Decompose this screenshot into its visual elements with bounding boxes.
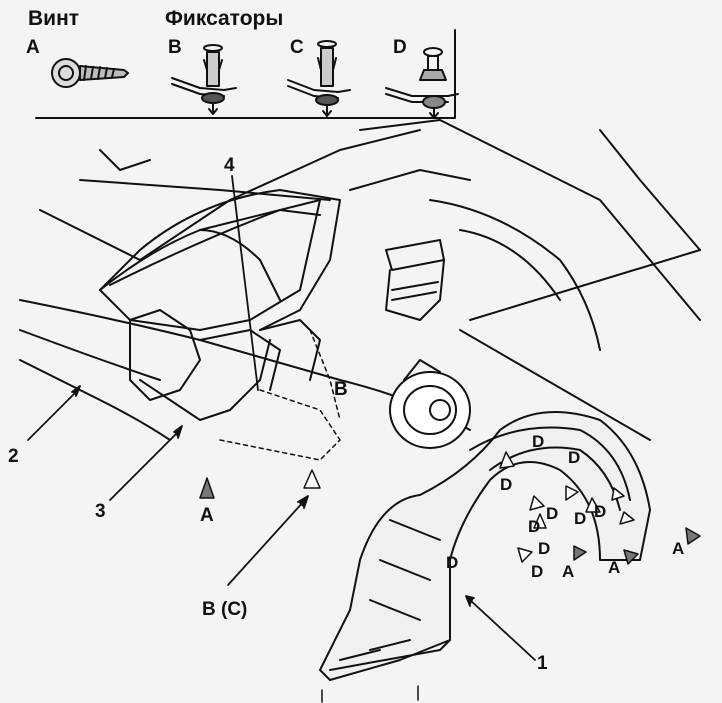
triangle-marker (619, 511, 635, 525)
triangle-marker (303, 469, 321, 489)
callout-d: D (528, 517, 541, 536)
callout-d: D (531, 562, 544, 581)
legend-frame (35, 29, 456, 119)
leader-bc (227, 499, 306, 586)
leader-3 (109, 429, 181, 501)
legend-letter-a: A (26, 37, 40, 58)
screw-icon (51, 58, 129, 88)
triangle-marker (499, 451, 515, 469)
clip-b-icon (171, 44, 237, 115)
triangle-marker (585, 497, 601, 513)
strut-and-disc (385, 239, 471, 449)
callout-a: A (608, 558, 621, 577)
callout-3: 3 (95, 501, 106, 522)
dashed-outline (219, 329, 341, 461)
car-body (19, 119, 701, 441)
callout-1: 1 (537, 653, 548, 674)
callout-a-front: A (200, 505, 214, 526)
callout-a: A (672, 539, 685, 558)
legend-letter-b: B (168, 37, 182, 58)
leader-4 (231, 175, 259, 391)
legend-letter-d: D (393, 37, 407, 58)
callout-2: 2 (8, 446, 19, 467)
clips-title: Фиксаторы (165, 7, 284, 30)
triangle-marker (565, 485, 579, 501)
callout-d: D (594, 502, 607, 521)
callout-d: D (532, 432, 545, 451)
callout-d: D (574, 509, 587, 528)
leader-lines (27, 175, 536, 661)
headlight (99, 199, 321, 331)
screw-title: Винт (28, 7, 80, 30)
triangle-marker (611, 487, 625, 501)
triangle-marker-a (623, 549, 639, 565)
callout-d: D (446, 553, 459, 572)
triangle-marker-a (199, 477, 215, 499)
triangle-marker (529, 495, 545, 511)
triangle-marker-a (573, 545, 587, 561)
clip-c-icon (287, 40, 351, 117)
leader-2 (27, 389, 79, 441)
callout-4: 4 (224, 155, 235, 176)
marker-triangles (199, 451, 701, 703)
callout-bc: B (C) (202, 599, 248, 620)
triangle-marker (533, 513, 547, 529)
leader-1 (469, 599, 536, 661)
clip-d-icon (385, 47, 459, 119)
callout-a: A (562, 562, 575, 581)
callout-d: D (500, 475, 513, 494)
callout-d: D (546, 504, 559, 523)
callout-b-top: B (334, 379, 348, 400)
callout-d: D (538, 539, 551, 558)
fender-liner (319, 411, 651, 681)
legend-letter-c: C (290, 37, 304, 58)
callout-d: D (568, 448, 581, 467)
triangle-marker (517, 547, 533, 563)
triangle-marker-a (685, 527, 701, 545)
